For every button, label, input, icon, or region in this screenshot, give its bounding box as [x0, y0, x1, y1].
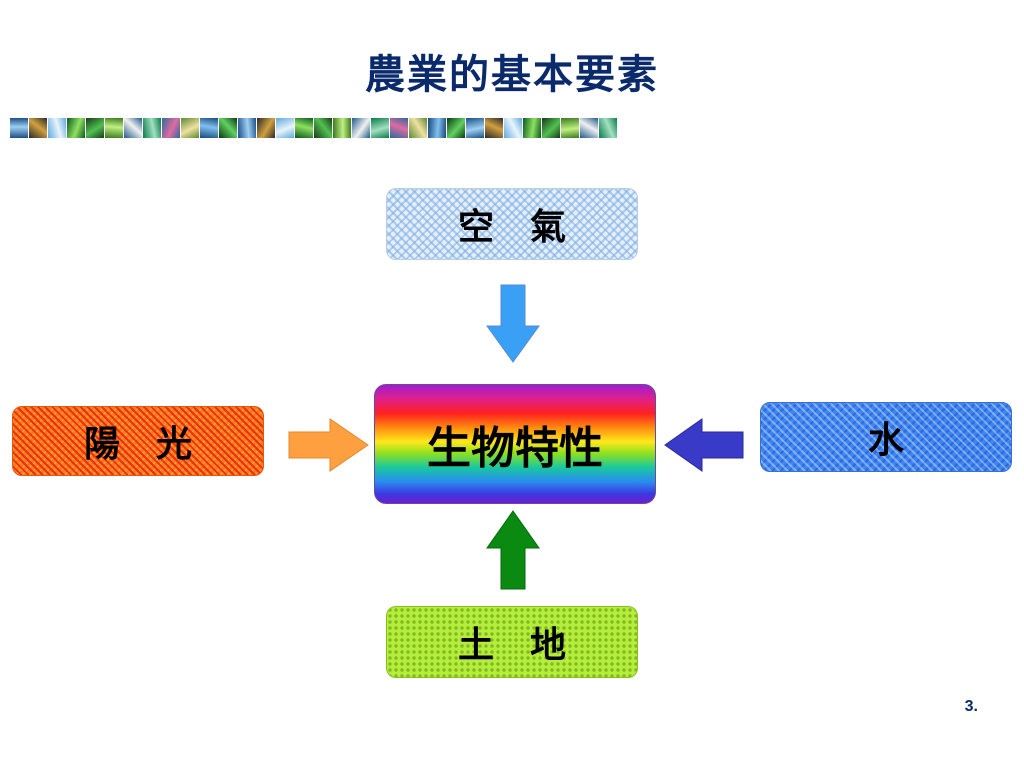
strip-thumbnail — [599, 118, 617, 138]
node-air-label: 空 氣 — [457, 206, 566, 248]
strip-thumbnail — [295, 118, 313, 138]
node-air: 空 氣 — [386, 188, 638, 260]
strip-thumbnail — [466, 118, 484, 138]
strip-thumbnail — [48, 118, 66, 138]
strip-thumbnail — [542, 118, 560, 138]
node-sunlight: 陽 光 — [12, 406, 264, 476]
strip-thumbnail — [428, 118, 446, 138]
strip-thumbnail — [561, 118, 579, 138]
arrow-up-icon — [486, 510, 540, 590]
arrow-right-icon — [288, 418, 369, 472]
node-water-label: 水 — [867, 419, 904, 461]
node-water: 水 — [760, 402, 1012, 472]
strip-thumbnail — [523, 118, 541, 138]
strip-thumbnail — [580, 118, 598, 138]
strip-thumbnail — [504, 118, 522, 138]
strip-thumbnail — [29, 118, 47, 138]
strip-thumbnail — [143, 118, 161, 138]
node-biological-characteristics: 生物特性 — [374, 384, 656, 504]
arrow-air-shape — [486, 284, 540, 363]
strip-thumbnail — [10, 118, 28, 138]
page-number: 3. — [964, 698, 978, 715]
strip-thumbnail — [200, 118, 218, 138]
strip-thumbnail — [276, 118, 294, 138]
strip-thumbnail — [447, 118, 465, 138]
strip-thumbnail — [105, 118, 123, 138]
strip-thumbnail — [67, 118, 85, 138]
arrow-land-shape — [486, 510, 540, 590]
node-sunlight-label: 陽 光 — [83, 423, 192, 465]
photo-strip-decoration — [10, 118, 622, 138]
strip-thumbnail — [314, 118, 332, 138]
slide-title: 農業的基本要素 — [365, 51, 659, 98]
node-center-label: 生物特性 — [427, 423, 603, 474]
arrow-down-icon — [486, 284, 540, 363]
arrow-left-icon — [664, 418, 744, 472]
arrow-water-shape — [664, 418, 744, 472]
strip-thumbnail — [181, 118, 199, 138]
strip-thumbnail — [371, 118, 389, 138]
strip-thumbnail — [409, 118, 427, 138]
strip-thumbnail — [238, 118, 256, 138]
strip-thumbnail — [124, 118, 142, 138]
strip-thumbnail — [86, 118, 104, 138]
strip-thumbnail — [257, 118, 275, 138]
strip-thumbnail — [485, 118, 503, 138]
strip-thumbnail — [333, 118, 351, 138]
strip-thumbnail — [390, 118, 408, 138]
node-land-label: 土 地 — [457, 624, 566, 666]
arrow-sun-shape — [288, 418, 369, 472]
strip-thumbnail — [352, 118, 370, 138]
strip-thumbnail — [162, 118, 180, 138]
node-land: 土 地 — [386, 606, 638, 678]
strip-thumbnail — [219, 118, 237, 138]
